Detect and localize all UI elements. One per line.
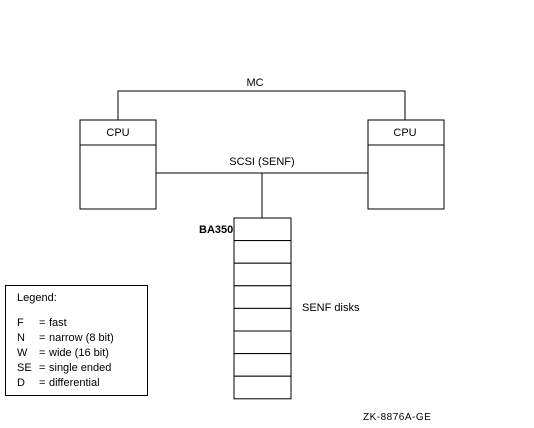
disk-slot [233,330,292,355]
disk-slot [233,307,292,332]
legend-abbr: SE [17,362,32,374]
disk-slot [233,353,292,377]
disk-slot [233,285,292,309]
legend-item: F=fast [17,317,67,329]
legend-text: single ended [49,362,112,374]
legend-text: fast [49,317,67,329]
disk-slot [233,262,292,287]
cpu-right-label: CPU [393,127,416,139]
scsi-bus-label: SCSI (SENF) [229,156,294,168]
legend-item: N=narrow (8 bit) [17,332,114,344]
enclosure-label: BA350 [199,224,233,236]
legend-title: Legend: [17,292,57,304]
legend-text: narrow (8 bit) [49,332,114,344]
cpu-left-label: CPU [106,127,129,139]
mc-bus-label: MC [246,77,263,89]
legend-text: differential [49,377,100,389]
legend-abbr: D [17,377,25,389]
legend-box: Legend: F=fast N=narrow (8 bit) W=wide (… [5,285,148,396]
cpu-right-box [367,119,445,210]
cpu-left-box [79,119,157,210]
disk-slot [233,375,292,400]
disks-label: SENF disks [302,302,360,314]
legend-abbr: W [17,347,28,359]
legend-abbr: F [17,317,24,329]
legend-abbr: N [17,332,25,344]
legend-item: D=differential [17,377,100,389]
legend-item: SE=single ended [17,362,112,374]
legend-text: wide (16 bit) [49,347,109,359]
legend-item: W=wide (16 bit) [17,347,109,359]
disk-slot [233,240,292,264]
disk-stack [233,217,292,400]
figure-id: ZK-8876A-GE [363,412,432,423]
mc-bus-line [117,90,406,120]
disk-slot [233,217,292,242]
